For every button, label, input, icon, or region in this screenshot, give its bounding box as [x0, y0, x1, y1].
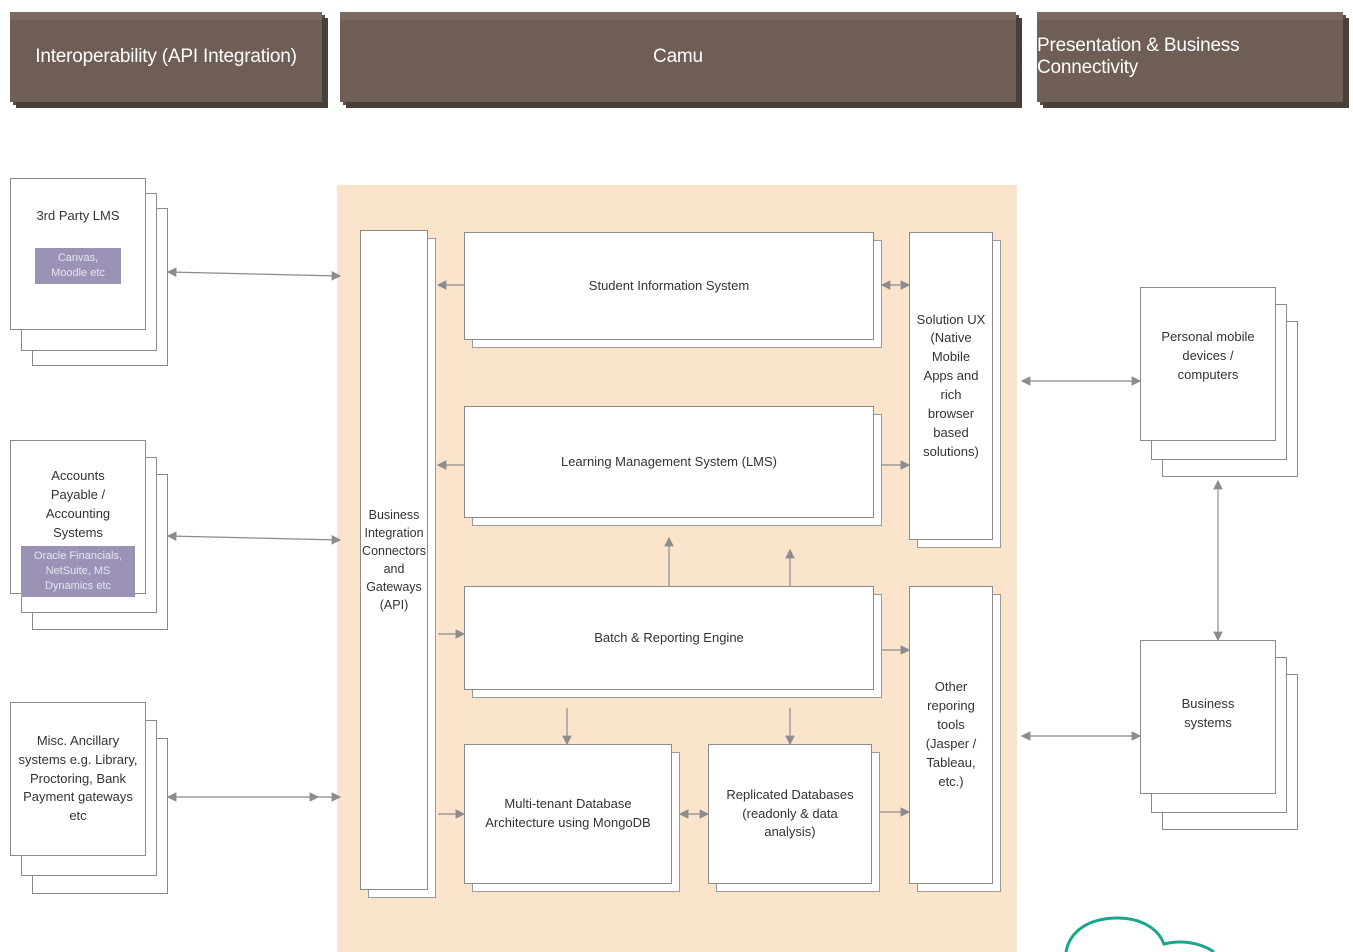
- accounts-payable-examples: Oracle Financials, NetSuite, MS Dynamics…: [21, 546, 135, 597]
- replicated-databases: Replicated Databases (readonly & data an…: [708, 744, 872, 884]
- multi-tenant-database: Multi-tenant Database Architecture using…: [464, 744, 672, 884]
- third-party-lms-stack: 3rd Party LMS Canvas, Moodle etc: [10, 178, 170, 370]
- header-presentation: Presentation & Business Connectivity: [1037, 12, 1343, 102]
- arrow-accounts-gateway: [166, 531, 342, 545]
- business-systems-stack: Business systems: [1140, 640, 1302, 834]
- accounts-payable-title: Accounts Payable / Accounting Systems: [45, 468, 111, 540]
- header-interoperability: Interoperability (API Integration): [10, 12, 322, 102]
- solution-ux: Solution UX (Native Mobile Apps and rich…: [909, 232, 993, 540]
- business-systems-title: Business systems: [1181, 696, 1235, 730]
- other-reporting-tools: Other reporing tools (Jasper / Tableau, …: [909, 586, 993, 884]
- third-party-lms-examples: Canvas, Moodle etc: [35, 247, 121, 284]
- personal-devices-title: Personal mobile devices / computers: [1161, 329, 1255, 382]
- misc-ancillary-stack: Misc. Ancillary systems e.g. Library, Pr…: [10, 702, 170, 898]
- misc-ancillary-title: Misc. Ancillary systems e.g. Library, Pr…: [18, 732, 138, 824]
- student-information-system: Student Information System: [464, 232, 874, 340]
- header-camu: Camu: [340, 12, 1016, 102]
- personal-devices-stack: Personal mobile devices / computers: [1140, 287, 1302, 481]
- arrow-lms-gateway: [166, 267, 342, 281]
- logo-curve: [1064, 916, 1215, 952]
- business-integration-gateway: Business Integration Connectors and Gate…: [360, 230, 428, 890]
- learning-management-system: Learning Management System (LMS): [464, 406, 874, 518]
- accounts-payable-stack: Accounts Payable / Accounting Systems Or…: [10, 440, 170, 634]
- third-party-lms-title: 3rd Party LMS: [36, 208, 120, 223]
- batch-reporting-engine: Batch & Reporting Engine: [464, 586, 874, 690]
